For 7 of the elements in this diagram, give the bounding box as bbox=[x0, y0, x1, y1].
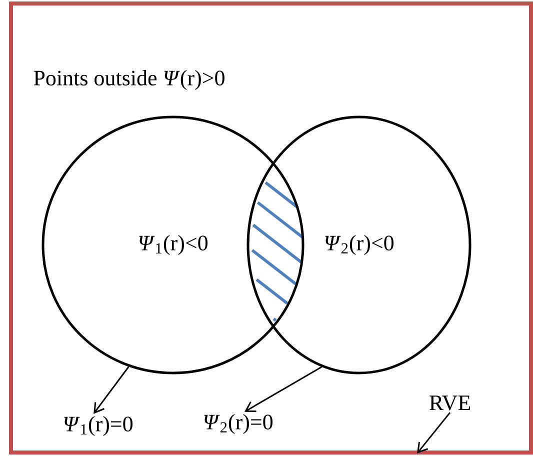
text-label: Ψ$_{1}$(r)=0 bbox=[64, 416, 133, 436]
region-label: Points outside Ψ(r)>0 bbox=[34, 70, 224, 90]
arrow bbox=[417, 412, 451, 454]
arrow bbox=[94, 366, 130, 414]
arrow bbox=[244, 366, 322, 412]
text-label: Ψ$_{2}$(r)=0 bbox=[204, 414, 273, 434]
text-label: RVE bbox=[430, 396, 470, 410]
